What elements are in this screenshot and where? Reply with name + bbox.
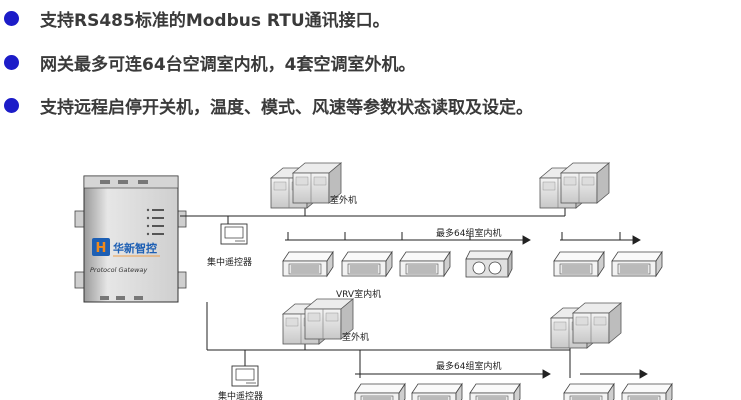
- group1-indoor-unit: [553, 251, 605, 277]
- group1-indoor-unit: [341, 251, 393, 277]
- group2-indoor-label: 最多64组室内机: [436, 360, 501, 372]
- feature-item-capacity: 网关最多可连64台空调室内机，4套空调室外机。: [4, 50, 416, 75]
- group2-indoor-unit: [563, 383, 615, 400]
- group1-indoor-label: 最多64组室内机: [436, 227, 501, 239]
- group2-indoor-unit: [354, 383, 406, 400]
- group1-indoor-unit: [399, 251, 451, 277]
- group2-indoor-unit: [411, 383, 463, 400]
- bullet-dot: [4, 97, 19, 113]
- brand-logo: H 华新智控: [92, 238, 160, 257]
- group2-indoor-unit: [469, 383, 521, 400]
- vrv-indoor-label: VRV室内机: [336, 288, 381, 300]
- svg-text:H: H: [96, 241, 107, 256]
- bullet-dot: [4, 54, 19, 70]
- group1-indoor-unit: [465, 250, 513, 278]
- group2-outdoor-label: 室外机: [342, 331, 369, 343]
- feature-item-remote-control: 支持远程启停开关机，温度、模式、风速等参数状态读取及设定。: [4, 93, 533, 118]
- feature-text: 网关最多可连64台空调室内机，4套空调室外机。: [40, 54, 416, 75]
- group1-remote-label: 集中遥控器: [207, 256, 252, 268]
- group2-remote-label: 集中遥控器: [218, 390, 263, 400]
- group2-indoor-unit: [621, 383, 673, 400]
- feature-text: 支持远程启停开关机，温度、模式、风速等参数状态读取及设定。: [40, 97, 533, 118]
- group1-remote-controller: [220, 223, 248, 245]
- protocol-gateway: H 华新智控 Protocol Gateway: [74, 175, 187, 303]
- svg-text:华新智控: 华新智控: [113, 241, 157, 255]
- feature-text: 支持RS485标准的Modbus RTU通讯接口。: [40, 10, 390, 31]
- gateway-model-label: Protocol Gateway: [90, 266, 147, 274]
- group1-indoor-unit: [282, 251, 334, 277]
- group1-indoor-unit: [611, 251, 663, 277]
- group2-wiring: [206, 302, 571, 378]
- bullet-dot: [4, 10, 19, 26]
- feature-item-rs485: 支持RS485标准的Modbus RTU通讯接口。: [4, 6, 390, 31]
- group1-outdoor-label: 室外机: [330, 194, 357, 206]
- group2-remote-controller: [231, 365, 259, 387]
